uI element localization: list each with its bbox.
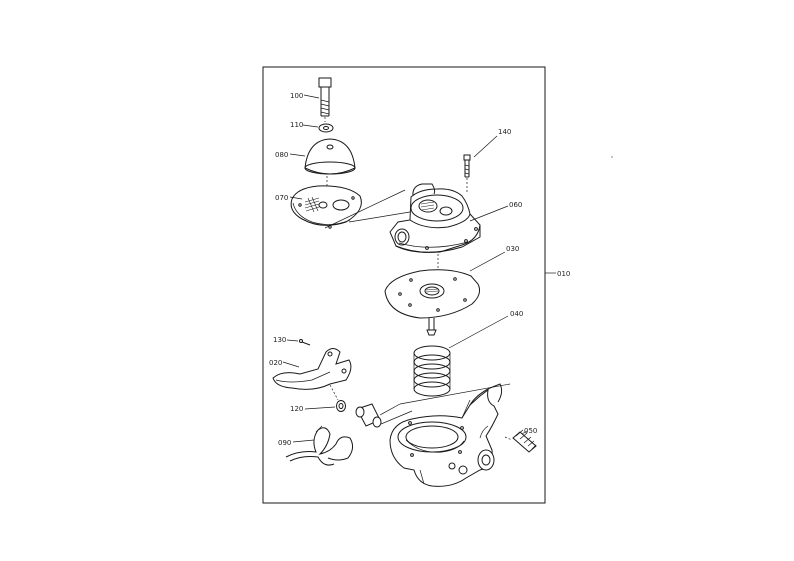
leader-100 <box>303 94 320 99</box>
leader-020 <box>282 361 300 368</box>
label-030: 030 <box>506 245 519 253</box>
leader-080 <box>289 153 306 157</box>
connector-line <box>348 211 411 223</box>
leader-040 <box>448 315 509 349</box>
leader-140 <box>473 135 498 158</box>
label-130: 130 <box>273 336 286 344</box>
leader-130 <box>286 339 299 342</box>
group-label: 010 <box>557 270 570 278</box>
leader-070 <box>289 196 303 200</box>
label-050: 050 <box>524 427 537 435</box>
diaphragm-stem-part <box>426 318 437 336</box>
leader-030 <box>469 251 506 272</box>
leader-110 <box>302 124 319 128</box>
wire-clip-part <box>285 425 354 466</box>
label-020: 020 <box>269 359 282 367</box>
axis-line <box>504 436 513 441</box>
leader-120 <box>304 406 336 410</box>
label-040: 040 <box>510 310 523 318</box>
leader-090 <box>292 439 315 443</box>
washer-part <box>318 123 334 133</box>
upper-housing-part <box>389 183 481 253</box>
lever-part <box>272 348 352 390</box>
label-110: 110 <box>290 121 303 129</box>
spring-part <box>413 345 451 397</box>
label-120: 120 <box>290 405 303 413</box>
leader-050 <box>521 430 528 435</box>
diaphragm-part <box>384 269 480 319</box>
leader-060 <box>469 205 509 222</box>
connector-line <box>461 399 471 419</box>
label-140: 140 <box>498 128 511 136</box>
screw-part <box>463 154 471 178</box>
connector-line <box>380 410 413 425</box>
label-080: 080 <box>275 151 288 159</box>
label-060: 060 <box>509 201 522 209</box>
label-090: 090 <box>278 439 291 447</box>
label-070: 070 <box>275 194 288 202</box>
label-100: 100 <box>290 92 303 100</box>
dome-cover-part <box>304 138 356 175</box>
bolt-part <box>318 77 332 117</box>
speck <box>611 156 613 158</box>
connector-line <box>324 189 406 229</box>
diagram-frame <box>262 66 546 504</box>
axis-line <box>329 384 339 401</box>
pin-part <box>299 339 311 346</box>
lower-housing-part <box>389 383 503 487</box>
spring-screw-part <box>512 429 537 453</box>
connector-line <box>399 383 511 405</box>
plate-part <box>290 185 362 229</box>
shaft-part <box>355 403 382 428</box>
ring-part <box>336 400 346 412</box>
connector-line <box>379 403 401 416</box>
